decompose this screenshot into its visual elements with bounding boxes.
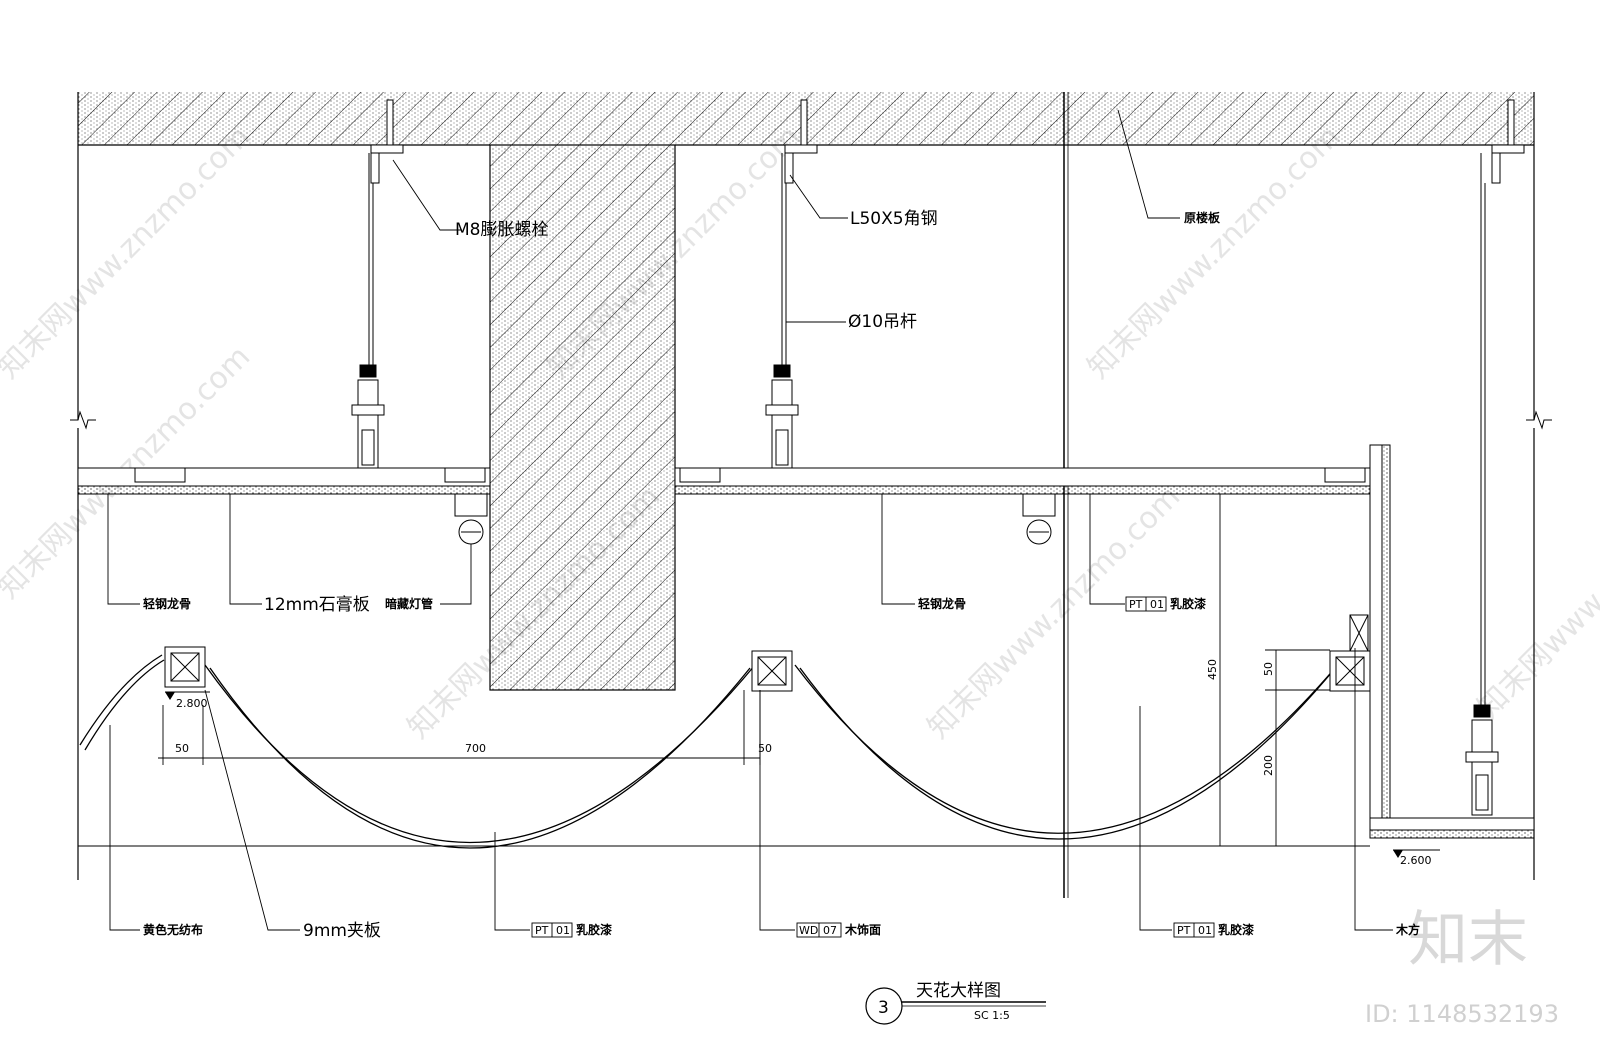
watermark-text: 知末网www.znzmo.com: [0, 119, 257, 385]
drawing-title-block: 3 天花大样图 SC 1:5: [865, 981, 1046, 1025]
hanger-assembly-mid: [765, 99, 818, 471]
label-9mm-plywood: 9mm夹板: [303, 921, 381, 941]
material-tag-pt01-right: PT 01 乳胶漆: [1173, 922, 1254, 938]
label-gypsum-board: 12mm石膏板: [264, 594, 370, 615]
watermark-layer: 知末网www.znzmo.com 知末网www.znzmo.com 知末网www…: [0, 119, 1600, 1028]
elevation-2800: 2.800: [176, 697, 208, 710]
timber-block-left: [164, 646, 206, 688]
dim-700: 700: [465, 742, 486, 755]
leader-lines: [107, 109, 1393, 931]
tag-code: WD: [799, 924, 818, 937]
drawing-title: 天花大样图: [916, 981, 1001, 1001]
hanger-assembly-right: [1465, 99, 1525, 816]
dim-50-right: 50: [758, 742, 772, 755]
material-tag-pt01-top: PT 01 乳胶漆: [1125, 596, 1206, 612]
label-hanger-rod: Ø10吊杆: [848, 312, 917, 332]
hanger-assembly-left: [351, 99, 404, 471]
light-tube-left: [454, 493, 488, 545]
dim-50-vertical: 50: [1262, 662, 1275, 676]
drawing-number: 3: [878, 998, 889, 1018]
dim-50-left: 50: [175, 742, 189, 755]
label-yellow-fabric: 黄色无纺布: [143, 922, 203, 937]
light-tube-right: [1022, 493, 1056, 545]
tag-text: 木饰面: [844, 922, 881, 937]
tag-text: 乳胶漆: [576, 922, 612, 937]
watermark-text: 知末网www.znzmo.com: [1471, 459, 1600, 725]
tag-text: 乳胶漆: [1170, 596, 1206, 611]
dim-450: 450: [1206, 659, 1219, 680]
image-id-watermark: ID: 1148532193: [1365, 1000, 1559, 1028]
material-tag-wd07: WD 07 木饰面: [796, 922, 881, 938]
concrete-beam: [489, 144, 676, 691]
timber-block-right: [1329, 650, 1371, 692]
tag-code: PT: [1129, 598, 1143, 611]
ceiling-board-layer: [77, 467, 1376, 495]
label-light-steel-keel-left: 轻钢龙骨: [143, 596, 191, 611]
watermark-text: 知末网www.znzmo.com: [1081, 119, 1347, 385]
label-hidden-light-tube: 暗藏灯管: [385, 596, 433, 611]
timber-block-mid: [751, 650, 793, 692]
drawing-scale: SC 1:5: [974, 1009, 1010, 1022]
tag-code: PT: [1177, 924, 1191, 937]
label-angle-steel: L50X5角钢: [850, 209, 938, 229]
right-soffit: [1349, 444, 1535, 839]
label-m8-bolt: M8膨胀螺栓: [455, 220, 548, 240]
material-tag-pt01-mid: PT 01 乳胶漆: [531, 922, 612, 938]
elevation-marker-2800: 2.800: [165, 691, 210, 710]
arched-panels: [79, 654, 1336, 849]
elevation-2600: 2.600: [1400, 854, 1432, 867]
tag-number: 01: [1198, 924, 1212, 937]
watermark-text: 知末网www.znzmo.com: [921, 479, 1187, 745]
dim-200: 200: [1262, 755, 1275, 776]
tag-number: 01: [1150, 598, 1164, 611]
tag-number: 01: [556, 924, 570, 937]
label-light-steel-keel-mid: 轻钢龙骨: [918, 596, 966, 611]
label-original-slab: 原楼板: [1184, 210, 1221, 225]
dimension-lines: [158, 494, 1330, 846]
label-timber: 木方: [1395, 922, 1420, 937]
elevation-marker-2600: 2.600: [1393, 849, 1440, 867]
tag-code: PT: [535, 924, 549, 937]
tag-number: 07: [823, 924, 837, 937]
tag-text: 乳胶漆: [1218, 922, 1254, 937]
brand-watermark: 知末: [1408, 905, 1528, 975]
